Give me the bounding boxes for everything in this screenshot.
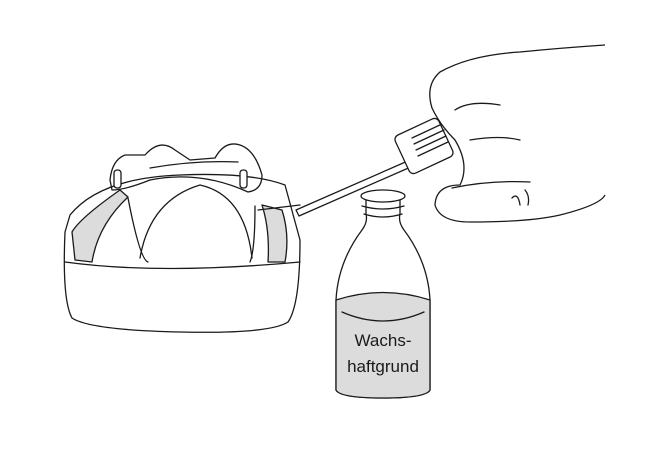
attachment-right (239, 169, 248, 189)
bottle-label-line1: Wachs- (355, 331, 412, 350)
pipette (295, 117, 454, 217)
bottle-label-line2: haftgrund (347, 357, 419, 376)
hand (429, 44, 606, 223)
bottle: Wachs- haftgrund (335, 189, 431, 399)
dental-model (63, 143, 301, 333)
bottle-liquid (335, 291, 431, 399)
attachment-left (113, 169, 122, 189)
